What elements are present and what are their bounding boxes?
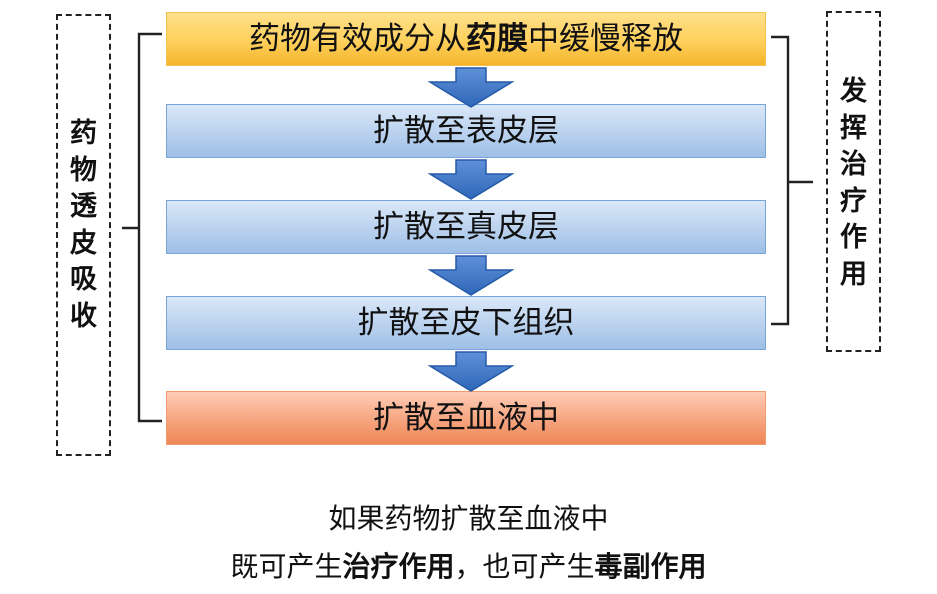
right-vertical-label: 发 挥 治 疗 作 用: [826, 78, 881, 292]
caption-line-2-bold-2: 毒副作用: [594, 550, 707, 583]
arrow-down-icon: [427, 351, 515, 392]
step-release-text-suffix: 中缓慢释放: [528, 20, 683, 57]
left-label-char-5: 吸: [70, 264, 97, 295]
right-bracket: [771, 35, 813, 326]
right-label-char-1: 发: [840, 76, 867, 107]
left-label-char-4: 皮: [70, 227, 97, 259]
right-dashed-label-box: [826, 11, 881, 352]
step-dermis-text: 扩散至真皮层: [373, 208, 559, 245]
left-dashed-label-box: [56, 14, 111, 456]
left-label-char-6: 收: [70, 300, 97, 332]
step-epidermis-text: 扩散至表皮层: [373, 112, 559, 149]
left-label-char-2: 物: [70, 154, 97, 186]
left-label-char-3: 透: [70, 191, 97, 222]
step-subcutaneous-text: 扩散至皮下组织: [357, 304, 575, 341]
step-blood: 扩散至血液中: [166, 391, 766, 445]
arrow-down-icon: [427, 67, 515, 108]
caption-line-1: 如果药物扩散至血液中: [0, 505, 937, 533]
step-blood-text: 扩散至血液中: [373, 399, 559, 436]
step-dermis: 扩散至真皮层: [166, 200, 766, 254]
right-label-char-3: 治: [840, 149, 867, 180]
right-label-char-4: 疗: [840, 185, 867, 217]
caption-line-2-part-1: 既可产生: [230, 550, 343, 583]
step-release-text-prefix: 药物有效成分从: [249, 20, 466, 57]
step-release-from-film: 药物有效成分从 药膜 中缓慢释放: [166, 12, 766, 66]
right-label-char-6: 用: [840, 258, 867, 290]
right-label-char-5: 作: [840, 222, 867, 253]
caption-line-2-part-2: ，也可产生: [454, 550, 595, 583]
step-epidermis: 扩散至表皮层: [166, 104, 766, 158]
right-label-char-2: 挥: [840, 112, 867, 144]
left-label-char-1: 药: [70, 118, 97, 149]
arrow-down-icon: [427, 255, 515, 296]
step-subcutaneous: 扩散至皮下组织: [166, 296, 766, 350]
left-bracket: [122, 32, 162, 423]
step-release-text-bold: 药膜: [466, 20, 528, 57]
arrow-down-icon: [427, 159, 515, 200]
left-vertical-label: 药 物 透 皮 吸 收: [56, 120, 111, 334]
caption-line-1-text: 如果药物扩散至血液中: [328, 502, 609, 535]
caption-line-2-bold-1: 治疗作用: [342, 550, 455, 583]
caption-line-2: 既可产生治疗作用，也可产生毒副作用: [0, 553, 937, 581]
